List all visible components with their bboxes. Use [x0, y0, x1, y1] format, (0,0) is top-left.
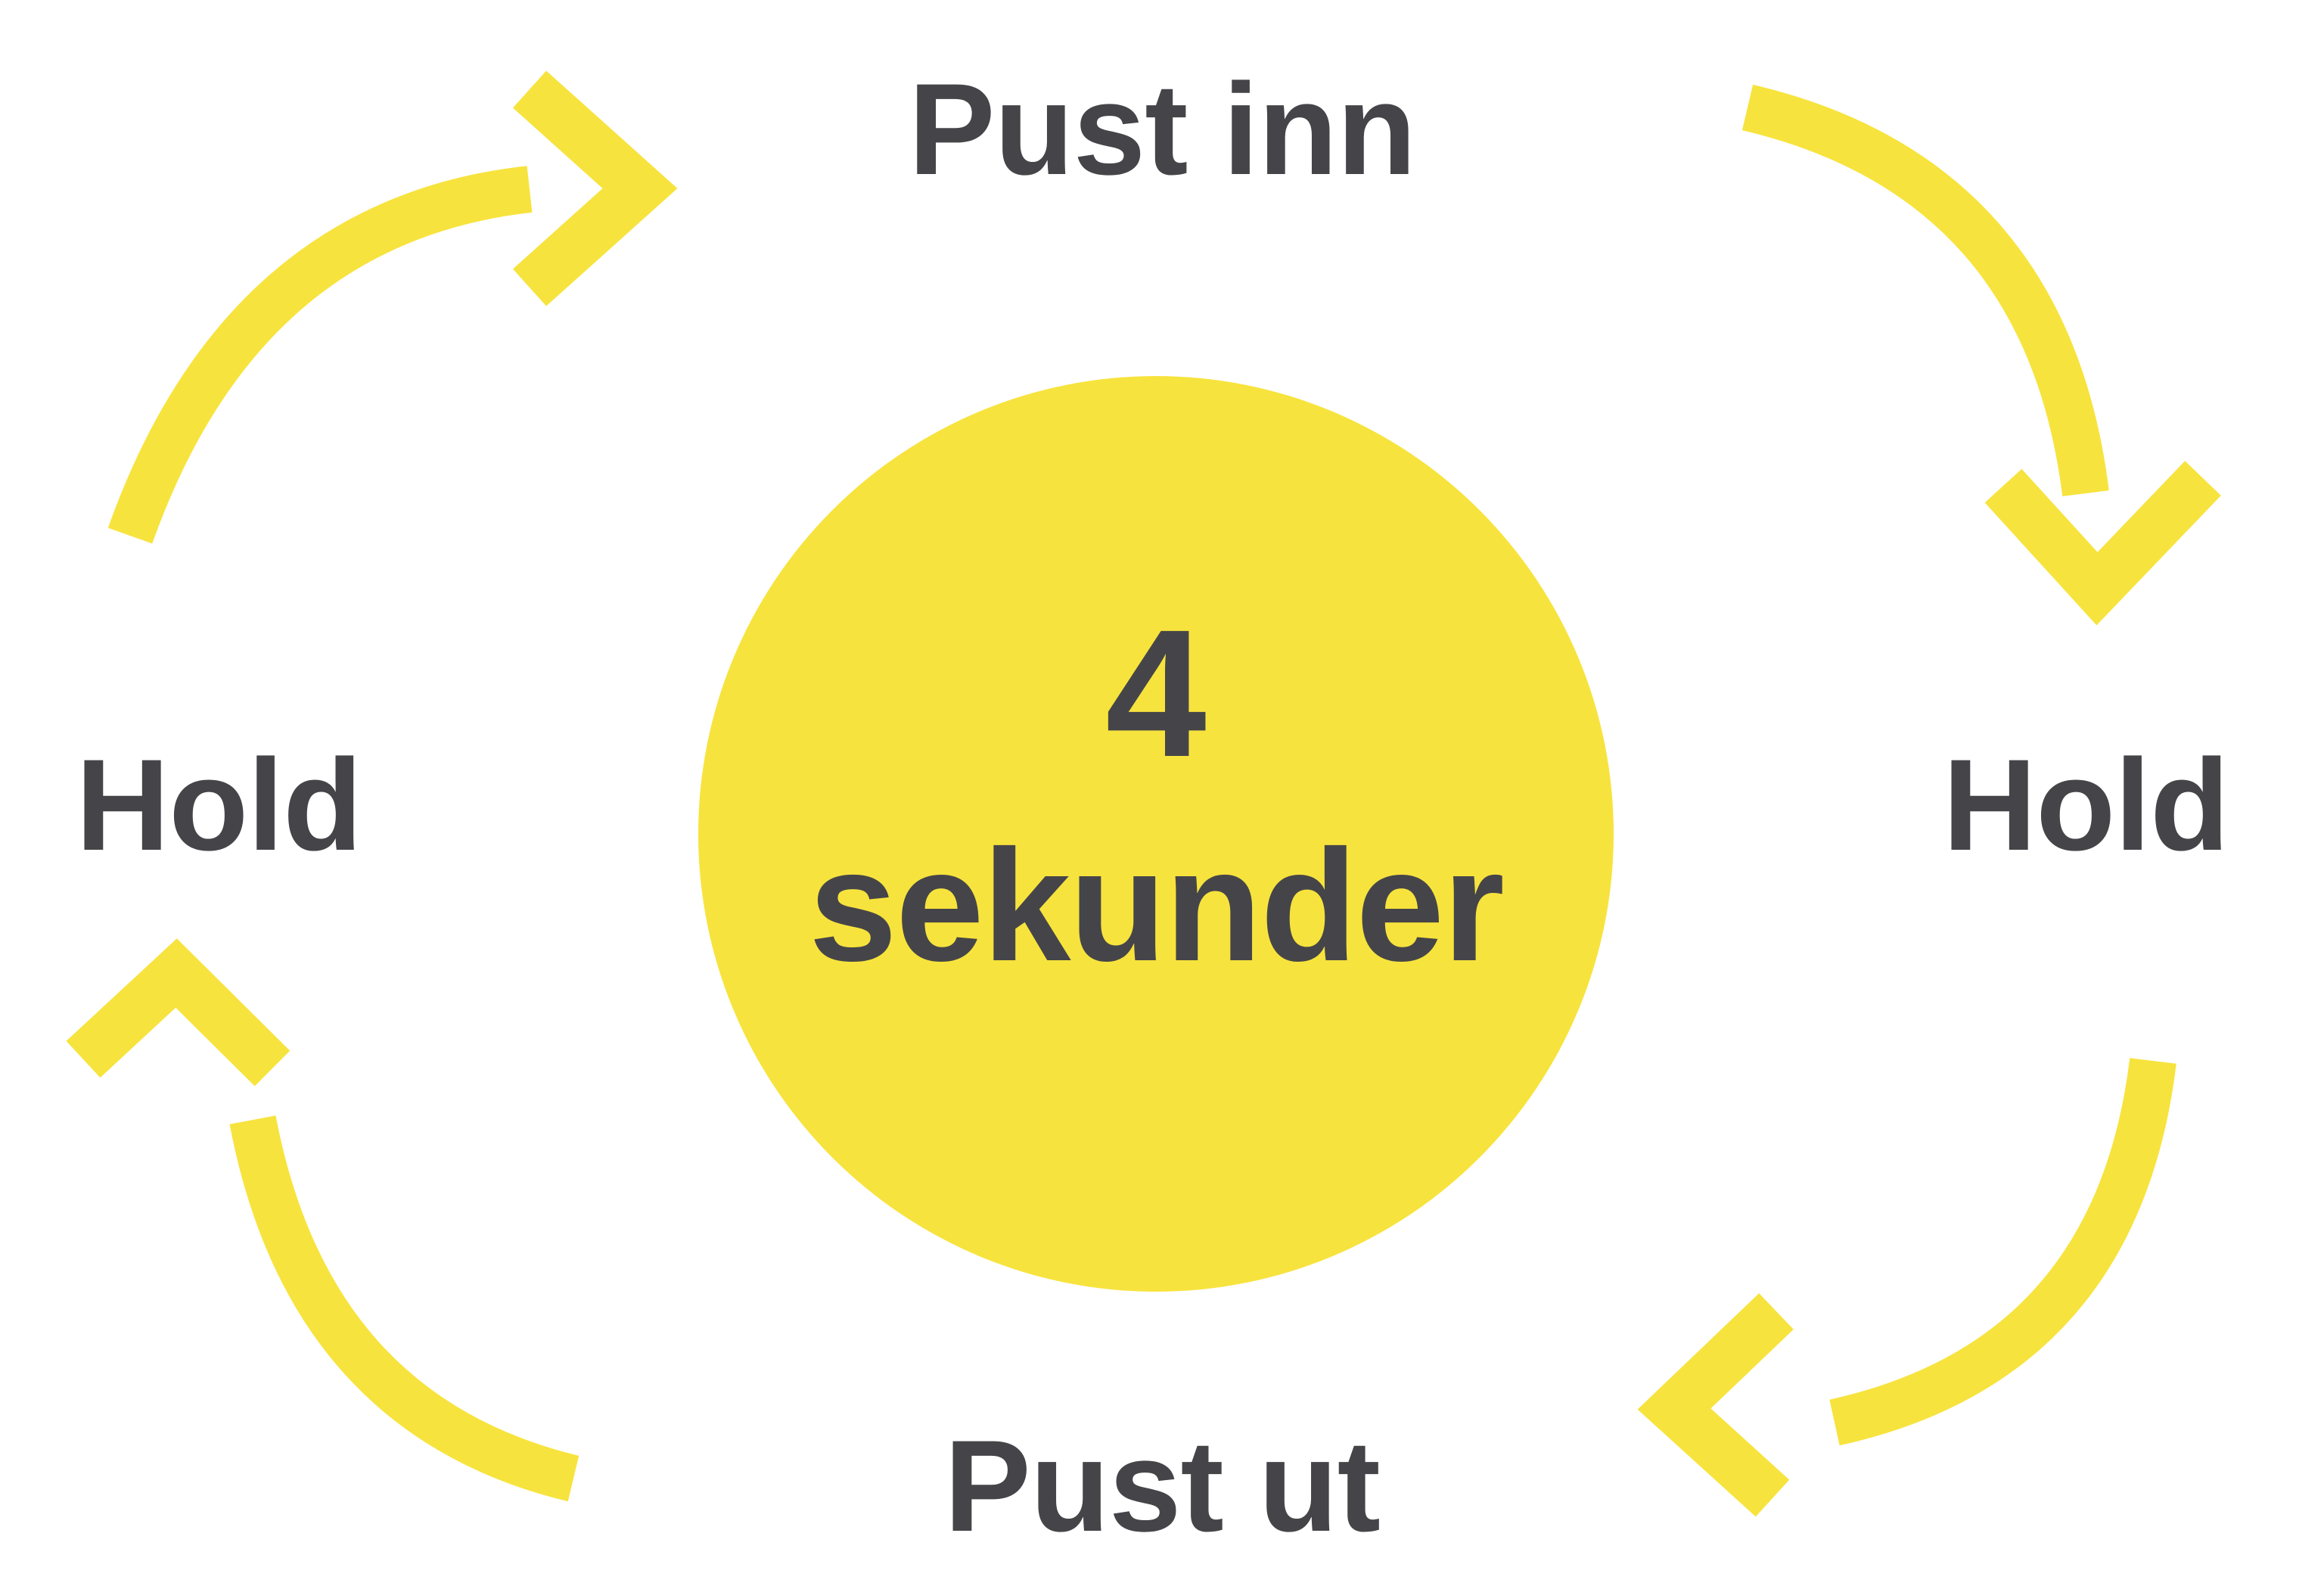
- center-circle: [698, 376, 1614, 1292]
- chevron-right-icon: [512, 70, 678, 306]
- duration-unit: sekunder: [809, 816, 1505, 994]
- step-label-hold-left: Hold: [76, 732, 362, 878]
- arc-left-to-top: [107, 166, 533, 544]
- chevron-left-icon: [1637, 1293, 1794, 1517]
- arc-top-to-right: [1741, 84, 2109, 496]
- chevron-down-icon: [1984, 461, 2221, 626]
- step-label-breathe-in: Pust inn: [908, 57, 1416, 202]
- arc-right-to-bottom: [1829, 1058, 2176, 1446]
- duration-number: 4: [1105, 592, 1207, 795]
- step-label-breathe-out: Pust ut: [944, 1413, 1381, 1559]
- arc-bottom-to-left: [229, 1115, 579, 1502]
- chevron-up-icon: [66, 938, 290, 1087]
- center-duration: 4 sekunder: [702, 602, 1610, 985]
- step-label-hold-right: Hold: [1943, 732, 2229, 878]
